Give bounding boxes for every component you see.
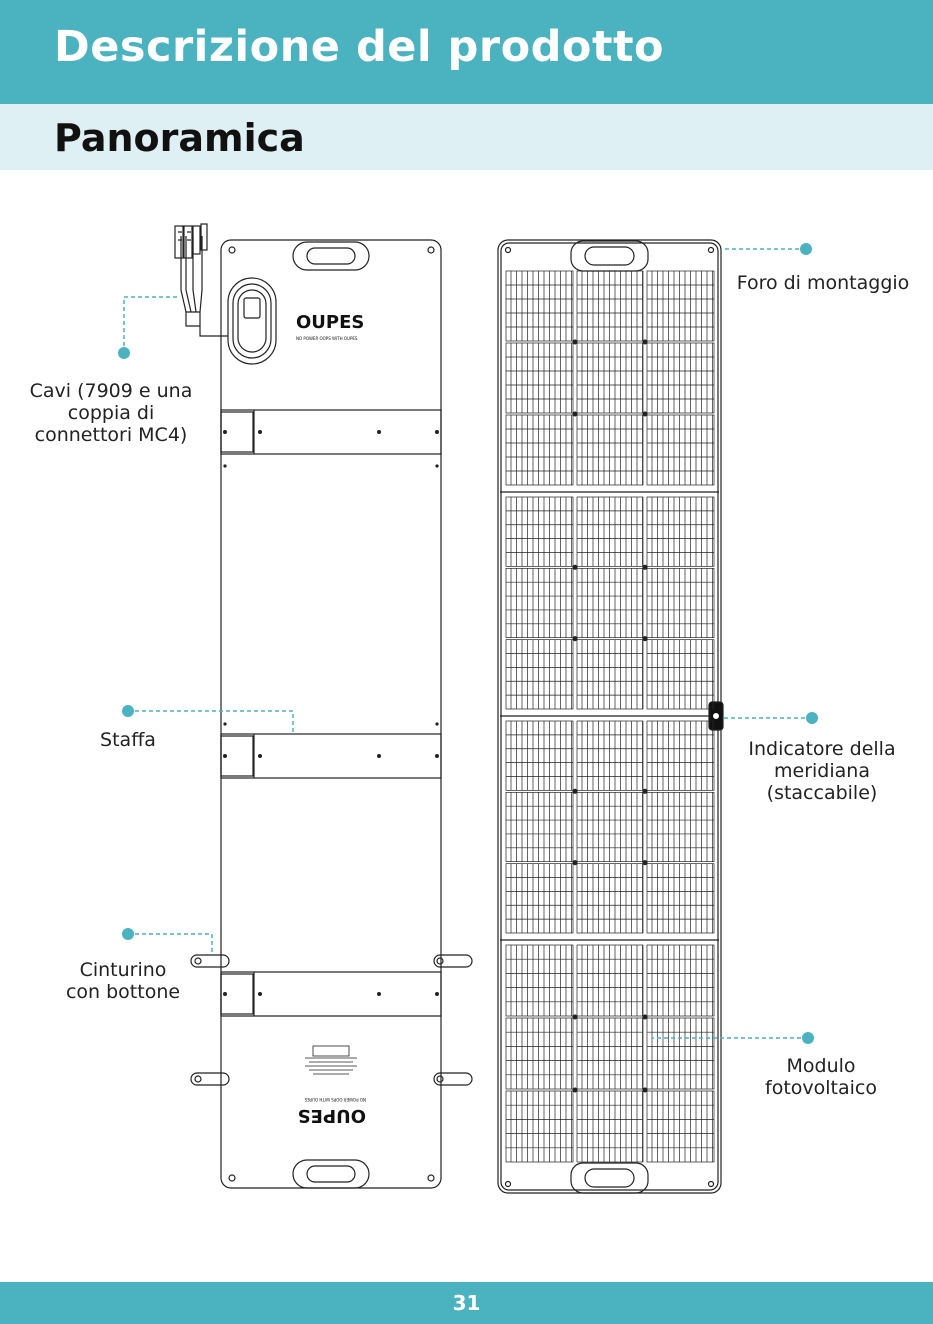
pv-cell [577, 792, 643, 861]
pv-cell [506, 415, 573, 485]
pv-cell [577, 415, 643, 485]
pv-cell [647, 271, 714, 341]
pv-cell [647, 640, 714, 709]
brand-logo-inverted: OUPES [298, 1105, 366, 1126]
spec-label [305, 1046, 357, 1074]
page-number: 31 [0, 1291, 933, 1315]
pv-cell [506, 271, 573, 341]
pv-cell [647, 343, 714, 413]
pv-cell [577, 1018, 643, 1089]
pv-cell [506, 945, 573, 1016]
bottom-handle [293, 1160, 369, 1188]
label-sundial: Indicatore della meridiana (staccabile) [730, 738, 914, 804]
top-handle [293, 242, 369, 270]
pv-cell [506, 568, 573, 637]
brand-tagline-inverted: NO POWER OOPS WITH OUPES [304, 1097, 366, 1102]
pv-cell [577, 343, 643, 413]
bracket-strip-3 [221, 972, 441, 1016]
brand-tagline: NO POWER OOPS WITH OUPES [296, 336, 358, 341]
pv-cell [647, 864, 714, 933]
pv-cell [647, 568, 714, 637]
pv-cell [647, 1018, 714, 1089]
pv-cell [647, 1091, 714, 1162]
pv-cell [577, 945, 643, 1016]
pv-cell [506, 343, 573, 413]
pv-cell [647, 721, 714, 790]
pv-cell [577, 568, 643, 637]
pv-cell [577, 271, 643, 341]
brand-logo: OUPES [296, 312, 364, 333]
pv-cell [647, 497, 714, 566]
pv-cell [577, 640, 643, 709]
pv-cell [647, 792, 714, 861]
pv-cell [506, 864, 573, 933]
bracket-strip-1 [221, 410, 441, 454]
pv-cell [577, 1091, 643, 1162]
pv-cell [577, 497, 643, 566]
label-mounting-hole: Foro di montaggio [726, 272, 920, 294]
bracket-strip-2 [221, 734, 441, 778]
pv-cell [506, 792, 573, 861]
pv-cell [647, 945, 714, 1016]
leader-strap [128, 934, 212, 955]
label-bracket: Staffa [78, 729, 178, 751]
pv-cell [506, 497, 573, 566]
label-pv-module: Modulo fotovoltaico [746, 1055, 896, 1099]
pv-cell [506, 1018, 573, 1089]
pv-cell [506, 640, 573, 709]
panel-front [498, 240, 723, 1193]
pv-cell [506, 721, 573, 790]
label-cables: Cavi (7909 e una coppia di connettori MC… [18, 380, 204, 446]
pv-cell [577, 721, 643, 790]
cable-coil [228, 278, 276, 364]
label-strap: Cinturino con bottone [48, 959, 198, 1003]
page-footer: 31 [0, 1282, 933, 1324]
leader-cables [124, 297, 180, 353]
pv-cell [506, 1091, 573, 1162]
pv-cell [577, 864, 643, 933]
pv-cell [647, 415, 714, 485]
